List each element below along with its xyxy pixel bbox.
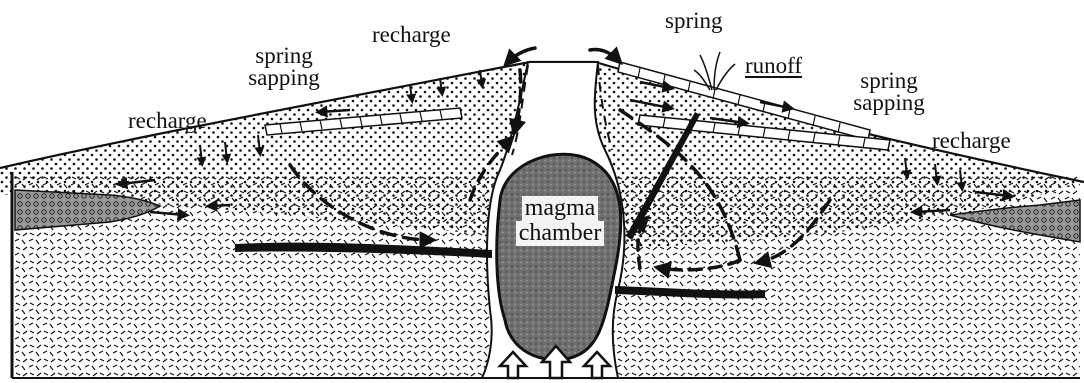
spring-sapping-left-line1: spring xyxy=(238,45,330,67)
spring-sapping-label-left: spring sapping xyxy=(238,45,330,89)
recharge-label-top: recharge xyxy=(372,24,451,46)
spring-label: spring xyxy=(665,10,723,32)
spring-sapping-left-line2: sapping xyxy=(238,67,330,89)
magma-chamber-line1: magma xyxy=(522,196,599,221)
recharge-label-left: recharge xyxy=(128,110,207,132)
spring-sapping-right-line1: spring xyxy=(843,70,935,92)
runoff-label: runoff xyxy=(745,55,802,77)
magma-chamber-line2: chamber xyxy=(516,221,605,246)
spring-sapping-label-right: spring sapping xyxy=(843,70,935,114)
recharge-label-right: recharge xyxy=(932,130,1011,152)
magma-chamber-label: magma chamber xyxy=(500,196,620,246)
spring-sapping-right-line2: sapping xyxy=(843,92,935,114)
